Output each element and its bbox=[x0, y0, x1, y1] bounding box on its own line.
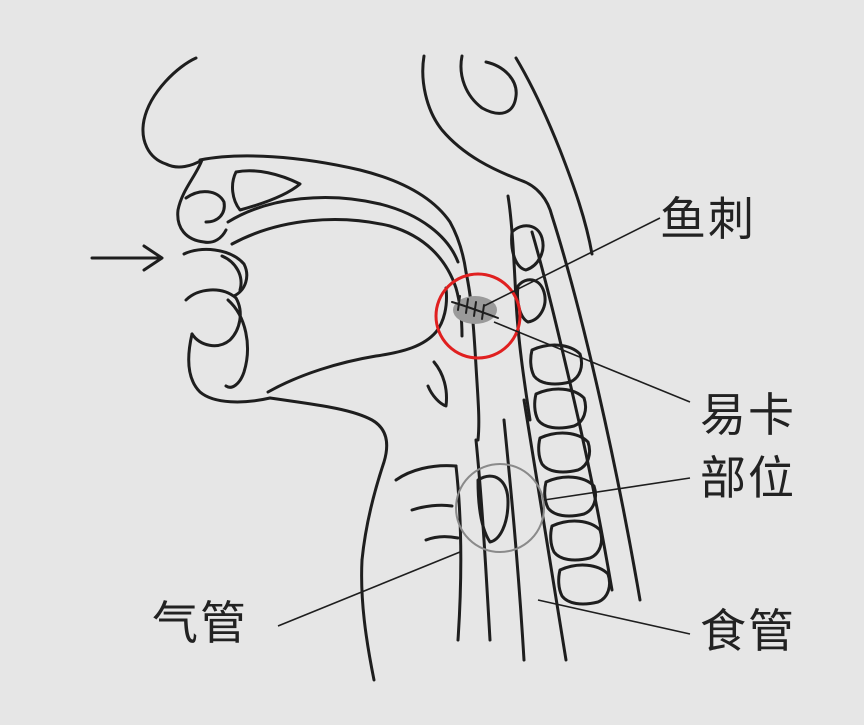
skull-base bbox=[421, 54, 554, 218]
fish-bone-icon bbox=[451, 295, 499, 320]
lower-teeth bbox=[224, 298, 249, 389]
esophagus-back bbox=[522, 398, 568, 662]
trachea-front bbox=[454, 464, 463, 642]
epiglottis bbox=[426, 360, 448, 408]
spine-back-inner bbox=[530, 230, 614, 592]
turbinate bbox=[231, 169, 302, 212]
vocal-cords bbox=[476, 474, 510, 544]
label-esophagus: 食管 bbox=[700, 604, 796, 658]
tongue bbox=[266, 286, 448, 394]
nose-outline bbox=[141, 56, 228, 244]
skull-posterior bbox=[514, 56, 594, 256]
nasal-cavity-lower bbox=[226, 196, 460, 264]
highlight-circle-fishbone bbox=[434, 272, 522, 360]
upper-teeth bbox=[220, 254, 243, 292]
upper-lip bbox=[182, 247, 249, 298]
vertebra-6 bbox=[557, 563, 612, 606]
leader-line-stuck-lower bbox=[543, 477, 691, 501]
lower-lip bbox=[184, 288, 242, 348]
trachea-back bbox=[474, 438, 492, 642]
chin bbox=[187, 332, 272, 404]
label-trachea: 气管 bbox=[152, 596, 248, 650]
esophagus-front bbox=[502, 418, 526, 662]
larynx-front bbox=[394, 464, 458, 482]
highlight-circle-stuck-area bbox=[455, 463, 545, 553]
vertebra-5 bbox=[549, 519, 604, 562]
axis-vertebra bbox=[516, 278, 547, 324]
neck-front bbox=[360, 558, 376, 682]
atlas-vertebra bbox=[510, 224, 545, 272]
palate bbox=[230, 218, 464, 338]
skull-inner bbox=[459, 54, 518, 115]
nasal-cavity-upper bbox=[198, 154, 468, 274]
vertebra-3 bbox=[537, 431, 592, 474]
arrow-right-icon bbox=[90, 244, 164, 272]
larynx-ring-2 bbox=[424, 535, 460, 542]
leader-line-stuck-upper bbox=[493, 321, 691, 403]
jaw-line bbox=[268, 396, 389, 562]
spine-back-outer bbox=[550, 214, 642, 602]
vertebra-1 bbox=[529, 343, 584, 386]
larynx-ring-1 bbox=[410, 503, 454, 512]
leader-line-esophagus bbox=[537, 599, 691, 635]
vertebra-2 bbox=[533, 387, 588, 430]
nostril bbox=[184, 190, 226, 224]
label-easy-stuck-line1: 易卡 bbox=[700, 388, 796, 442]
leader-line-trachea bbox=[277, 551, 461, 627]
label-easy-stuck-line2: 部位 bbox=[700, 451, 796, 505]
label-fish-bone: 鱼刺 bbox=[660, 192, 756, 246]
leader-line-fishbone bbox=[483, 217, 661, 307]
